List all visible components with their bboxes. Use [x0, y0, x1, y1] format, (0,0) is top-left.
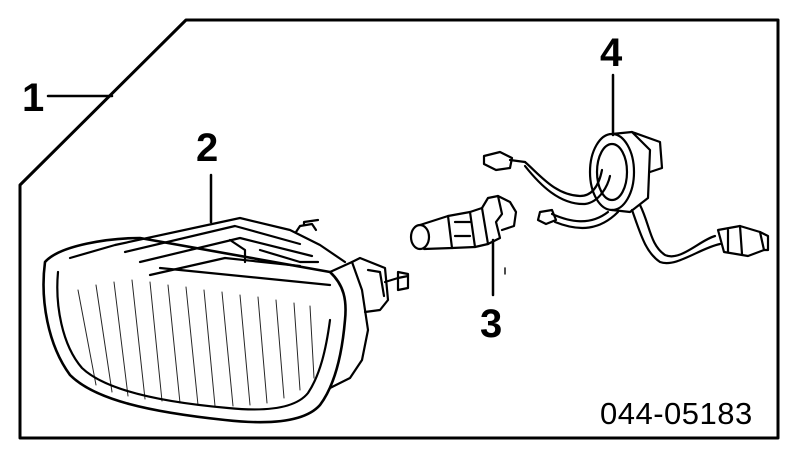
diagram-code: 044-05183 [600, 396, 753, 431]
socket-wire-harness [482, 130, 770, 265]
callout-4: 4 [600, 31, 623, 75]
callout-3: 3 [480, 302, 503, 346]
halogen-bulb [409, 194, 518, 251]
fog-lamp-housing [42, 216, 410, 424]
callout-2: 2 [196, 126, 219, 170]
frame-border [18, 18, 780, 440]
callout-1: 1 [22, 76, 45, 120]
